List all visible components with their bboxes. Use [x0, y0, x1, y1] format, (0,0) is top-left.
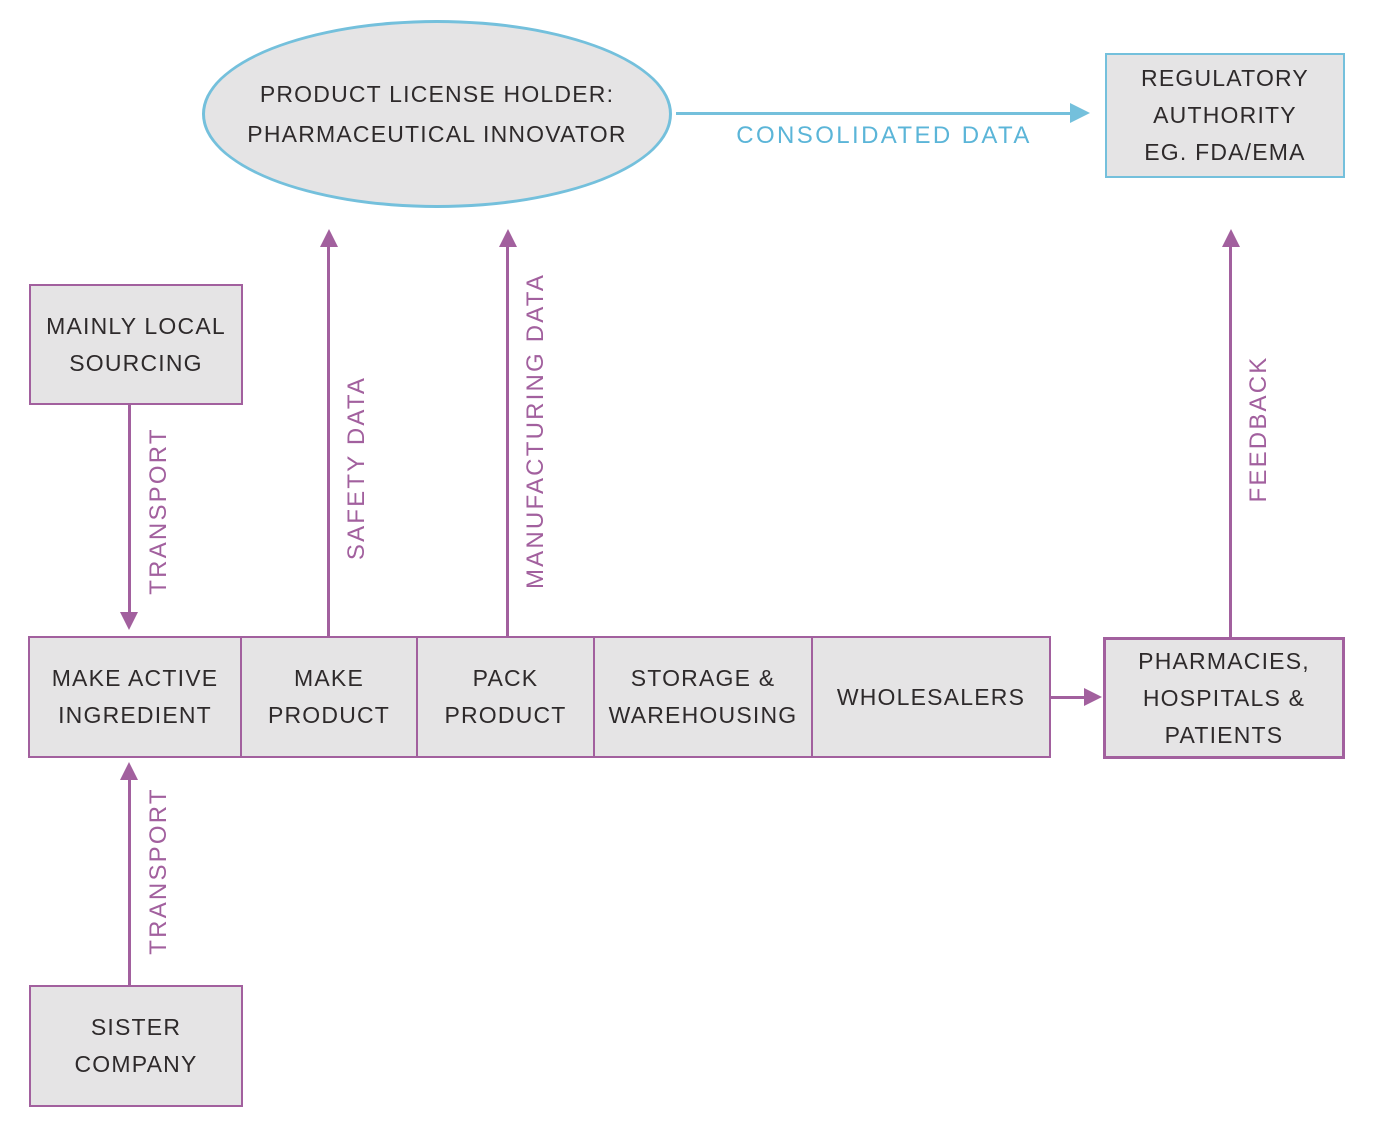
regulatory-authority-label-line: REGULATORY: [1141, 65, 1309, 91]
manufacturing-data-arrowhead-icon: [499, 229, 517, 247]
chain-box-label-line: PACK: [472, 665, 539, 691]
chain-box-label-line: STORAGE &: [630, 665, 776, 691]
pharmacies-label-line: HOSPITALS &: [1142, 684, 1306, 711]
wholesalers-to-pharmacies-arrowhead-icon: [1084, 688, 1102, 706]
safety-data-arrow-line: [327, 247, 330, 636]
chain-box-storage-warehousing: STORAGE & WAREHOUSING: [595, 638, 813, 756]
chain-box-label-line: PRODUCT: [267, 702, 391, 728]
transport-sister-arrow-line: [128, 779, 131, 985]
wholesalers-to-pharmacies-arrow-line: [1051, 696, 1085, 699]
sister-company-box: SISTER COMPANY: [29, 985, 243, 1107]
feedback-label: FEEDBACK: [1245, 355, 1272, 503]
license-holder-ellipse: PRODUCT LICENSE HOLDER: PHARMACEUTICAL I…: [202, 20, 672, 208]
sister-company-label-line: COMPANY: [74, 1051, 198, 1077]
supply-chain-row: MAKE ACTIVE INGREDIENT MAKE PRODUCT PACK…: [28, 636, 1051, 758]
chain-box-label-line: MAKE ACTIVE: [51, 665, 219, 691]
pharmacies-hospitals-patients-box: PHARMACIES, HOSPITALS & PATIENTS: [1103, 637, 1345, 759]
manufacturing-data-label: MANUFACTURING DATA: [522, 272, 549, 590]
transport-sister-arrowhead-icon: [120, 762, 138, 780]
regulatory-authority-label-line: EG. FDA/EMA: [1144, 139, 1306, 165]
feedback-arrow-line: [1229, 247, 1232, 637]
transport-sourcing-arrowhead-icon: [120, 612, 138, 630]
consolidated-data-arrowhead-icon: [1070, 103, 1090, 123]
feedback-arrowhead-icon: [1222, 229, 1240, 247]
chain-box-label-line: MAKE: [294, 665, 364, 691]
transport-sister-label: TRANSPORT: [145, 787, 172, 955]
safety-data-label: SAFETY DATA: [343, 375, 370, 561]
chain-box-make-product: MAKE PRODUCT: [242, 638, 418, 756]
chain-box-pack-product: PACK PRODUCT: [418, 638, 595, 756]
consolidated-data-label: CONSOLIDATED DATA: [736, 122, 1032, 149]
sister-company-label-line: SISTER: [90, 1014, 182, 1040]
pharmacies-label-line: PHARMACIES,: [1138, 647, 1310, 674]
regulatory-authority-label-line: AUTHORITY: [1153, 102, 1297, 128]
mainly-local-sourcing-box: MAINLY LOCAL SOURCING: [29, 284, 243, 405]
transport-sourcing-label: TRANSPORT: [145, 427, 172, 595]
chain-box-label-line: PRODUCT: [444, 702, 567, 728]
regulatory-authority-box: REGULATORY AUTHORITY EG. FDA/EMA: [1105, 53, 1345, 178]
license-holder-label-line: PRODUCT LICENSE HOLDER:: [259, 81, 615, 107]
chain-box-make-active-ingredient: MAKE ACTIVE INGREDIENT: [30, 638, 242, 756]
license-holder-label-line: PHARMACEUTICAL INNOVATOR: [247, 121, 627, 147]
chain-box-label-line: WAREHOUSING: [608, 702, 798, 728]
chain-box-label-line: INGREDIENT: [58, 702, 212, 728]
chain-box-label-line: WHOLESALERS: [836, 683, 1026, 710]
chain-box-wholesalers: WHOLESALERS: [813, 638, 1049, 756]
mainly-local-sourcing-label-line: SOURCING: [69, 349, 203, 376]
consolidated-data-arrow-line: [676, 112, 1070, 115]
transport-sourcing-arrow-line: [128, 405, 131, 613]
safety-data-arrowhead-icon: [320, 229, 338, 247]
pharmacies-label-line: PATIENTS: [1164, 721, 1284, 748]
manufacturing-data-arrow-line: [506, 247, 509, 636]
mainly-local-sourcing-label-line: MAINLY LOCAL: [46, 312, 226, 339]
